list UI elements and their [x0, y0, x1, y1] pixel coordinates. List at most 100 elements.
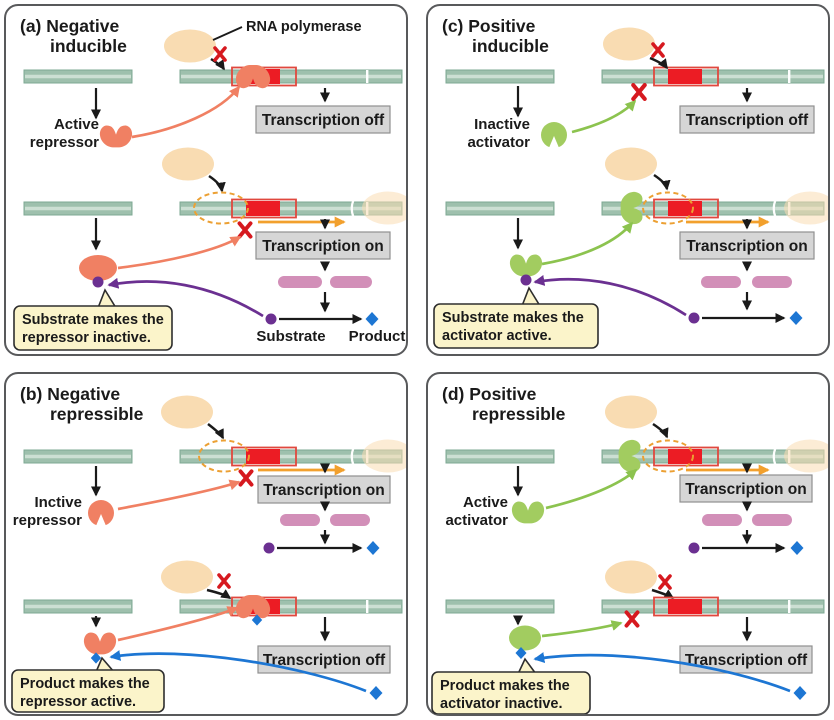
label-pointer-line	[212, 26, 243, 41]
status-box	[679, 105, 815, 134]
status-text: Transcription on	[685, 481, 806, 498]
polymerase-site-dashed-outline	[198, 439, 250, 473]
panel-title-line2: repressible	[472, 404, 566, 424]
status-text: Transcription on	[263, 482, 384, 499]
mrna-bar	[280, 514, 320, 526]
dna-segment	[601, 599, 825, 614]
motion-arc	[772, 441, 781, 472]
product-diamond	[366, 541, 380, 555]
product-label: Product	[349, 328, 406, 345]
blocked-binding-arrow	[649, 56, 668, 70]
dna-segment	[445, 201, 555, 216]
binding-arrow	[208, 174, 226, 193]
rna-polymerase	[605, 147, 657, 181]
rna-polymerase	[605, 395, 657, 429]
callout-line1: Product makes the	[440, 678, 570, 694]
protein-label-line1: Inctive	[34, 494, 82, 511]
rna-polymerase-label: RNA polymerase	[246, 19, 362, 35]
feedback-arrow-substrate	[533, 275, 687, 317]
activator-binding-arrow	[541, 221, 634, 266]
substrate-dot	[520, 274, 532, 286]
polymerase-site-dashed-outline	[642, 191, 694, 225]
mrna-bar	[330, 276, 372, 288]
binding-arrow	[653, 173, 671, 191]
blocked-binding-arrow	[206, 588, 232, 600]
red-x-icon	[217, 573, 231, 589]
substrate-dot	[688, 542, 700, 554]
panel-title-line1: (d) Positive	[442, 384, 537, 404]
repressor-binding-arrow	[131, 85, 241, 139]
panel-title-line2: inducible	[50, 36, 127, 56]
inactive-repressor	[88, 500, 114, 527]
repressor-binding-arrow	[117, 606, 239, 642]
rna-polymerase-moving	[784, 439, 828, 473]
panel-negative-repressible: (b) Negative repressible Transcription o…	[4, 372, 408, 716]
substrate-dot	[265, 313, 277, 325]
protein-label-line2: repressor	[30, 134, 99, 151]
red-x-icon	[633, 85, 645, 99]
panel-positive-repressible: (d) Positive repressible Transcription o…	[426, 372, 830, 716]
rna-polymerase	[605, 560, 657, 594]
status-box	[255, 231, 391, 260]
dna-segment	[445, 449, 555, 464]
status-box	[255, 105, 391, 134]
active-repressor	[83, 632, 117, 655]
callout-line2: activator inactive.	[440, 696, 563, 712]
substrate-dot	[92, 276, 104, 288]
rna-polymerase-moving	[362, 191, 406, 225]
status-box	[679, 231, 815, 260]
panel-title-line1: (c) Positive	[442, 16, 536, 36]
status-text: Transcription off	[262, 112, 385, 129]
active-activator	[511, 501, 545, 524]
active-activator	[509, 254, 543, 277]
motion-arc	[350, 193, 359, 224]
motion-arc	[772, 193, 781, 224]
rna-polymerase	[161, 560, 213, 594]
panel-title-line2: inducible	[472, 36, 549, 56]
status-box	[679, 645, 813, 674]
callout-box	[433, 303, 599, 349]
binding-arrow	[207, 423, 225, 440]
motion-arc	[350, 441, 359, 472]
rna-polymerase-moving	[784, 191, 828, 225]
protein-label-line2: activator	[467, 134, 530, 151]
product-diamond	[369, 686, 383, 700]
substrate-label: Substrate	[256, 328, 325, 345]
panel-negative-inducible: (a) Negative inducible RNA polymerase Tr…	[4, 4, 408, 356]
rna-polymerase-moving	[362, 439, 406, 473]
blocked-repressor-arrow	[117, 479, 241, 511]
blocked-activator-arrow	[571, 99, 637, 134]
mrna-bar	[702, 514, 742, 526]
panel-positive-inducible: (c) Positive inducible Transcription off…	[426, 4, 830, 356]
status-text: Transcription on	[262, 238, 383, 255]
red-x-icon	[237, 221, 253, 239]
panel-title-line1: (a) Negative	[20, 16, 119, 36]
dna-segment	[23, 449, 133, 464]
status-text: Transcription on	[686, 238, 807, 255]
panel-title-line1: (b) Negative	[20, 384, 120, 404]
polymerase-site-dashed-outline	[193, 191, 249, 225]
protein-label-line2: repressor	[13, 512, 82, 529]
status-box	[679, 474, 813, 503]
product-diamond	[790, 541, 804, 555]
product-diamond	[789, 311, 803, 325]
substrate-dot	[688, 312, 700, 324]
red-x-icon	[651, 42, 665, 58]
callout-line2: repressor inactive.	[22, 330, 151, 346]
inactive-activator	[541, 122, 567, 149]
feedback-arrow-product	[109, 650, 367, 693]
panel-d-drawing: (d) Positive repressible Transcription o…	[431, 384, 828, 714]
panel-a-drawing: (a) Negative inducible RNA polymerase Tr…	[13, 16, 406, 351]
callout-line1: Product makes the	[20, 676, 150, 692]
rna-polymerase	[164, 29, 216, 63]
inactive-repressor	[79, 255, 117, 281]
protein-label-line1: Inactive	[474, 116, 530, 133]
blocked-activator-arrow	[541, 620, 623, 638]
protein-label-line1: Active	[54, 116, 99, 133]
callout-line2: repressor active.	[20, 694, 136, 710]
polymerase-site-dashed-outline	[642, 439, 694, 473]
panel-c-drawing: (c) Positive inducible Transcription off…	[433, 16, 828, 349]
status-text: Transcription off	[686, 112, 809, 129]
mrna-bar	[330, 514, 370, 526]
